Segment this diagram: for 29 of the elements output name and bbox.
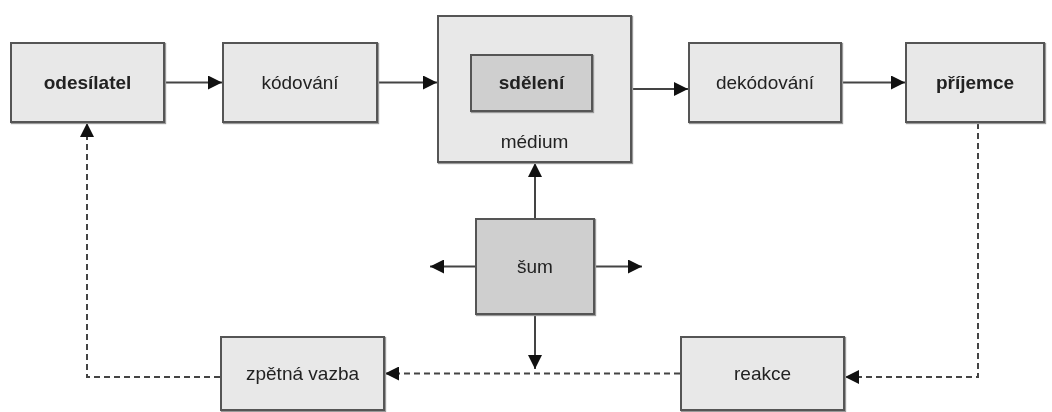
arrow [631,82,689,96]
arrow [594,259,643,274]
arrow [164,75,223,90]
arrow [844,122,979,384]
node-label: odesílatel [43,71,132,94]
arrow [429,259,476,274]
arrow [377,75,438,90]
node-label: médium [500,131,569,153]
arrow [80,122,221,378]
noise-box [475,218,595,315]
receiver-box [905,42,1045,123]
arrow [528,162,542,219]
arrow [528,314,542,370]
node-label: příjemce [935,71,1015,94]
encoding-box [222,42,378,123]
decoding-box [688,42,842,123]
node-label: zpětná vazba [246,362,359,385]
node-label: sdělení [498,72,565,94]
node-label: reakce [734,362,791,385]
arrow [841,75,906,90]
message-box [470,54,593,112]
arrow [384,366,681,381]
feedback-box [220,336,385,411]
node-label: dekódování [715,71,815,94]
sender-box [10,42,165,123]
medium-box [437,15,632,163]
response-box [680,336,845,411]
node-label: šum [517,255,553,278]
node-label: kódování [261,71,339,94]
